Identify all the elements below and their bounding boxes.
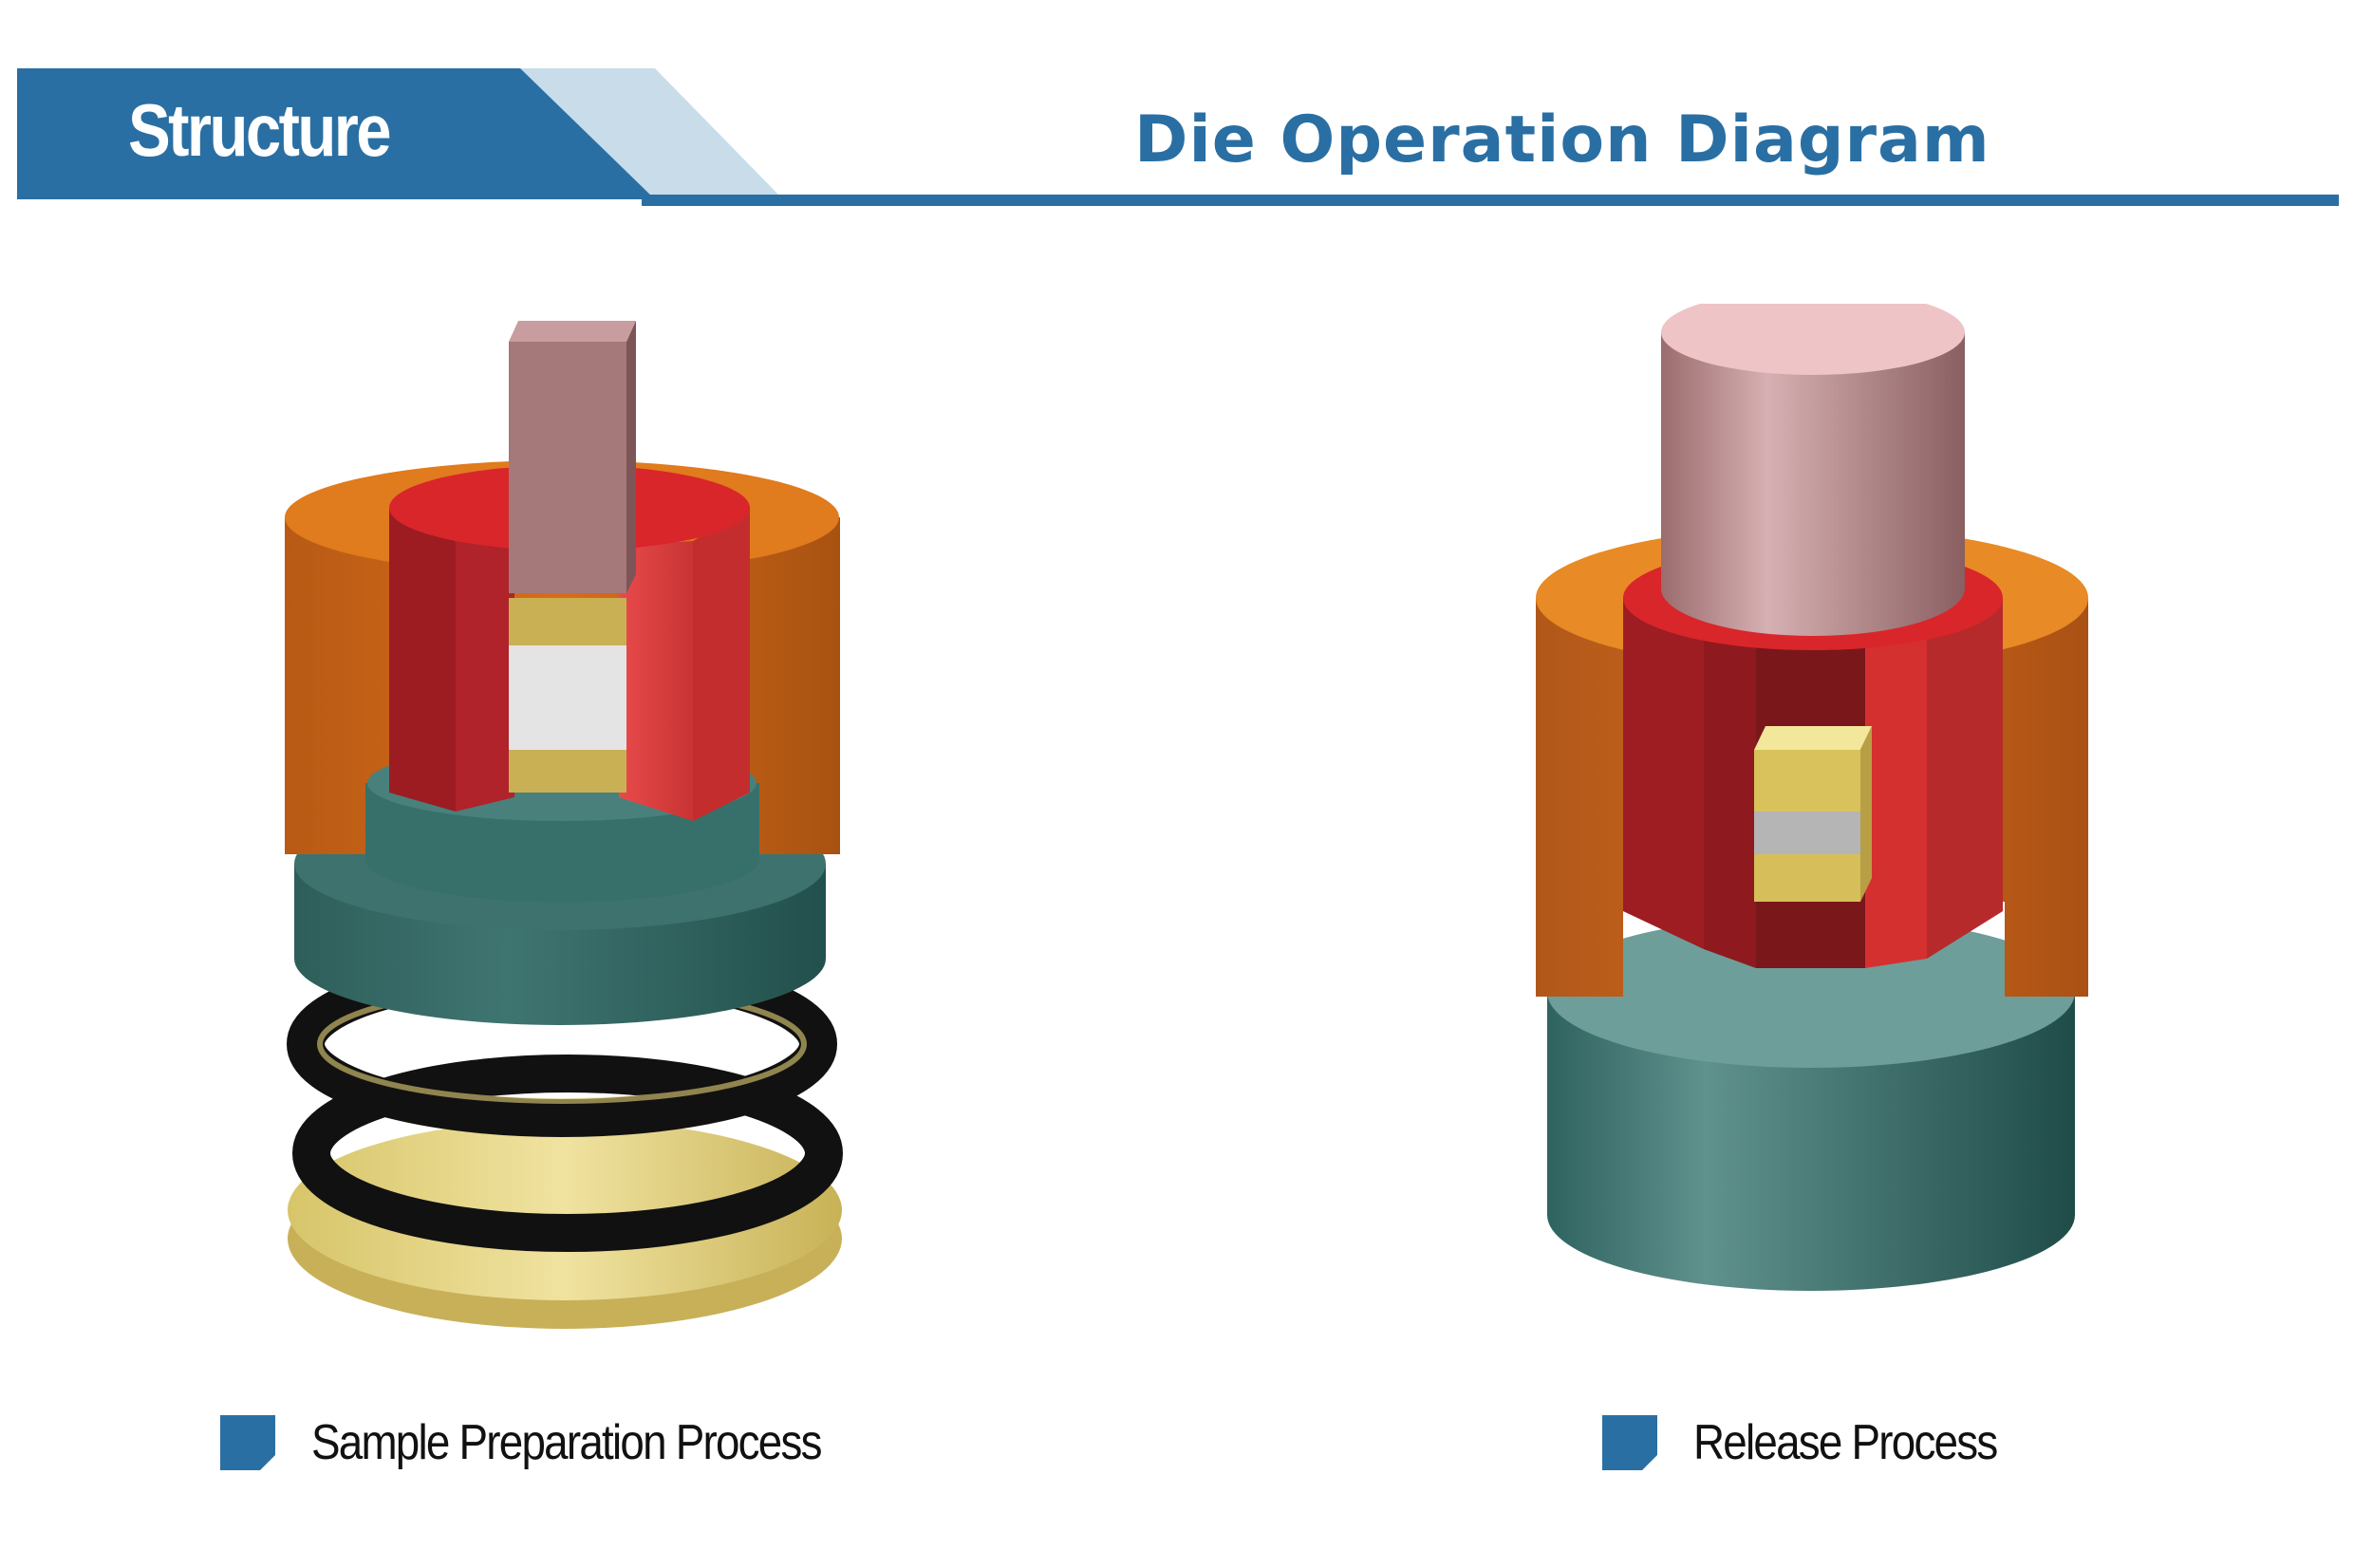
caption-label: Sample Preparation Process xyxy=(311,1415,822,1470)
sample-preparation-illustration xyxy=(285,321,843,1329)
inner-die-left-inner xyxy=(1704,626,1756,968)
punch-top xyxy=(509,321,636,342)
spring-coil-lower xyxy=(292,1055,843,1252)
washer-top xyxy=(288,1120,842,1300)
inner-die-right-face xyxy=(1865,626,1927,968)
base-side xyxy=(1547,992,2075,1291)
header-light-stripe xyxy=(513,68,783,199)
inner-die-left-inner xyxy=(456,541,514,812)
sample-gold-upper xyxy=(1754,750,1860,812)
sample-top xyxy=(1754,726,1872,750)
release-process-figure xyxy=(1519,289,2107,1362)
caption-sample-preparation: Sample Preparation Process xyxy=(220,1414,890,1471)
base-top xyxy=(1547,916,2075,1068)
inner-die-right-face xyxy=(619,541,693,821)
punch-front xyxy=(509,342,626,593)
punch-side xyxy=(626,321,636,593)
header-tag-bg xyxy=(17,68,655,199)
square-bullet-icon xyxy=(220,1415,275,1470)
sample-silver xyxy=(1754,812,1860,854)
punch-top xyxy=(1661,289,1965,375)
sample-silver xyxy=(509,645,626,750)
sample-gold-upper xyxy=(509,598,626,645)
square-bullet-icon xyxy=(1602,1415,1657,1470)
sample-preparation-figure xyxy=(266,304,873,1362)
header-underline xyxy=(642,195,2339,206)
punch-side xyxy=(1661,332,1965,636)
inner-die-left-face xyxy=(1623,598,1704,949)
sample-side xyxy=(1860,726,1872,902)
header-banner: Structure Die Operation Diagram xyxy=(0,0,2354,228)
section-tag: Structure xyxy=(128,88,392,172)
sample-gold-lower xyxy=(509,750,626,793)
inner-die-left-face xyxy=(389,508,456,812)
inner-die-right-edge xyxy=(1927,598,2003,959)
caption-release-process: Release Process xyxy=(1602,1414,2038,1471)
inner-die-right-edge xyxy=(693,508,750,821)
sample-gold-lower xyxy=(1754,854,1860,902)
header-graphic xyxy=(17,68,2339,206)
release-process-illustration xyxy=(1536,289,2088,1291)
caption-label: Release Process xyxy=(1693,1415,1998,1470)
page-title: Die Operation Diagram xyxy=(1134,103,1990,177)
